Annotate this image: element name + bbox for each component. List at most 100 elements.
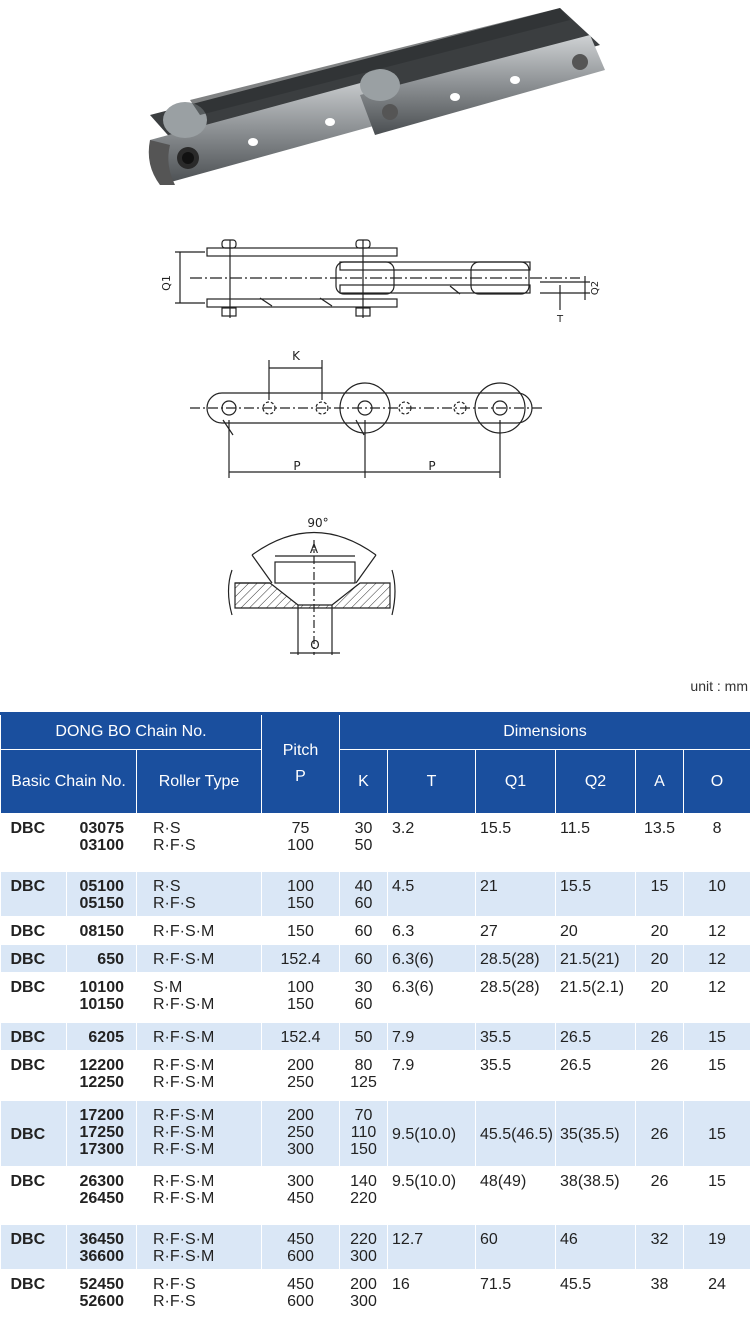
cell-q2: 46 bbox=[555, 1224, 637, 1270]
label-angle: 90° bbox=[307, 516, 328, 530]
cell-q1: 27 bbox=[475, 916, 557, 945]
cell-chain-number: 12200 12250 bbox=[66, 1050, 137, 1101]
cell-t: 12.7 bbox=[387, 1224, 477, 1270]
cell-o: 15 bbox=[683, 1100, 750, 1167]
spec-table: DONG BO Chain No. Pitch P Dimensions Bas… bbox=[0, 712, 750, 1321]
cell-o: 19 bbox=[683, 1224, 750, 1270]
cell-chain-number: 17200 17250 17300 bbox=[66, 1100, 137, 1167]
cell-k: 40 60 bbox=[339, 871, 389, 917]
chain-illustration: Q1 Q2 T K P P bbox=[148, 8, 605, 655]
cell-chain-number: 05100 05150 bbox=[66, 871, 137, 917]
cell-a: 38 bbox=[635, 1269, 685, 1321]
cell-prefix: DBC bbox=[0, 1166, 67, 1225]
cell-a: 20 bbox=[635, 972, 685, 1023]
cell-pitch: 75 100 bbox=[261, 813, 341, 872]
cell-chain-number: 26300 26450 bbox=[66, 1166, 137, 1225]
cell-prefix: DBC bbox=[0, 1022, 67, 1051]
cell-k: 80 125 bbox=[339, 1050, 389, 1101]
top-view-drawing bbox=[190, 360, 545, 478]
cell-a: 32 bbox=[635, 1224, 685, 1270]
cell-k: 50 bbox=[339, 1022, 389, 1051]
cell-q1: 60 bbox=[475, 1224, 557, 1270]
cell-q2: 21.5(21) bbox=[555, 944, 637, 973]
cell-prefix: DBC bbox=[0, 1224, 67, 1270]
cell-t: 9.5(10.0) bbox=[387, 1100, 477, 1167]
cell-q1: 48(49) bbox=[475, 1166, 557, 1225]
cell-t: 7.9 bbox=[387, 1022, 477, 1051]
cell-a: 13.5 bbox=[635, 813, 685, 872]
cell-prefix: DBC bbox=[0, 871, 67, 917]
cell-roller-type: R·F·S·M bbox=[136, 916, 263, 945]
cell-a: 26 bbox=[635, 1166, 685, 1225]
cell-q1: 21 bbox=[475, 871, 557, 917]
cell-q2: 35(35.5) bbox=[555, 1100, 637, 1167]
cell-a: 20 bbox=[635, 944, 685, 973]
cell-prefix: DBC bbox=[0, 1269, 67, 1321]
cell-o: 12 bbox=[683, 944, 750, 973]
header-k: K bbox=[339, 749, 389, 814]
cell-k: 70 110 150 bbox=[339, 1100, 389, 1167]
cell-pitch: 450 600 bbox=[261, 1269, 341, 1321]
header-t: T bbox=[387, 749, 477, 814]
label-t: T bbox=[556, 314, 564, 325]
cell-q2: 38(38.5) bbox=[555, 1166, 637, 1225]
cell-q1: 35.5 bbox=[475, 1050, 557, 1101]
cell-q2: 26.5 bbox=[555, 1022, 637, 1051]
cell-chain-number: 52450 52600 bbox=[66, 1269, 137, 1321]
label-p-right: P bbox=[428, 459, 435, 473]
cell-prefix: DBC bbox=[0, 916, 67, 945]
cell-q1: 28.5(28) bbox=[475, 944, 557, 973]
label-q1: Q1 bbox=[160, 275, 173, 291]
cell-prefix: DBC bbox=[0, 1100, 67, 1167]
cell-pitch: 450 600 bbox=[261, 1224, 341, 1270]
header-q2: Q2 bbox=[555, 749, 637, 814]
cell-pitch: 300 450 bbox=[261, 1166, 341, 1225]
cell-o: 12 bbox=[683, 916, 750, 945]
cell-pitch: 100 150 bbox=[261, 972, 341, 1023]
header-o: O bbox=[683, 749, 750, 814]
cell-k: 200 300 bbox=[339, 1269, 389, 1321]
cell-pitch: 150 bbox=[261, 916, 341, 945]
cell-a: 26 bbox=[635, 1050, 685, 1101]
cell-a: 26 bbox=[635, 1022, 685, 1051]
cell-k: 140 220 bbox=[339, 1166, 389, 1225]
header-roller-type: Roller Type bbox=[135, 749, 263, 814]
cell-roller-type: R·F·S·M R·F·S·M bbox=[136, 1224, 263, 1270]
header-pitch: Pitch P bbox=[261, 713, 341, 814]
cell-k: 30 60 bbox=[339, 972, 389, 1023]
cell-pitch: 200 250 300 bbox=[261, 1100, 341, 1167]
cross-section-drawing bbox=[227, 531, 396, 655]
cell-o: 15 bbox=[683, 1166, 750, 1225]
cell-prefix: DBC bbox=[0, 813, 67, 872]
cell-t: 6.3(6) bbox=[387, 944, 477, 973]
header-q1: Q1 bbox=[475, 749, 557, 814]
cell-prefix: DBC bbox=[0, 972, 67, 1023]
cell-q1: 15.5 bbox=[475, 813, 557, 872]
cell-t: 7.9 bbox=[387, 1050, 477, 1101]
header-chain-no: DONG BO Chain No. bbox=[0, 713, 263, 750]
cell-q2: 20 bbox=[555, 916, 637, 945]
cell-t: 6.3 bbox=[387, 916, 477, 945]
unit-label: unit : mm bbox=[690, 678, 748, 694]
cell-t: 16 bbox=[387, 1269, 477, 1321]
cell-q2: 26.5 bbox=[555, 1050, 637, 1101]
cell-q2: 45.5 bbox=[555, 1269, 637, 1321]
cell-pitch: 200 250 bbox=[261, 1050, 341, 1101]
cell-k: 60 bbox=[339, 916, 389, 945]
cell-pitch: 152.4 bbox=[261, 1022, 341, 1051]
cell-chain-number: 08150 bbox=[66, 916, 137, 945]
cell-roller-type: R·F·S·M R·F·S·M bbox=[136, 1050, 263, 1101]
cell-t: 6.3(6) bbox=[387, 972, 477, 1023]
cell-t: 3.2 bbox=[387, 813, 477, 872]
cell-q2: 21.5(2.1) bbox=[555, 972, 637, 1023]
cell-q1: 35.5 bbox=[475, 1022, 557, 1051]
